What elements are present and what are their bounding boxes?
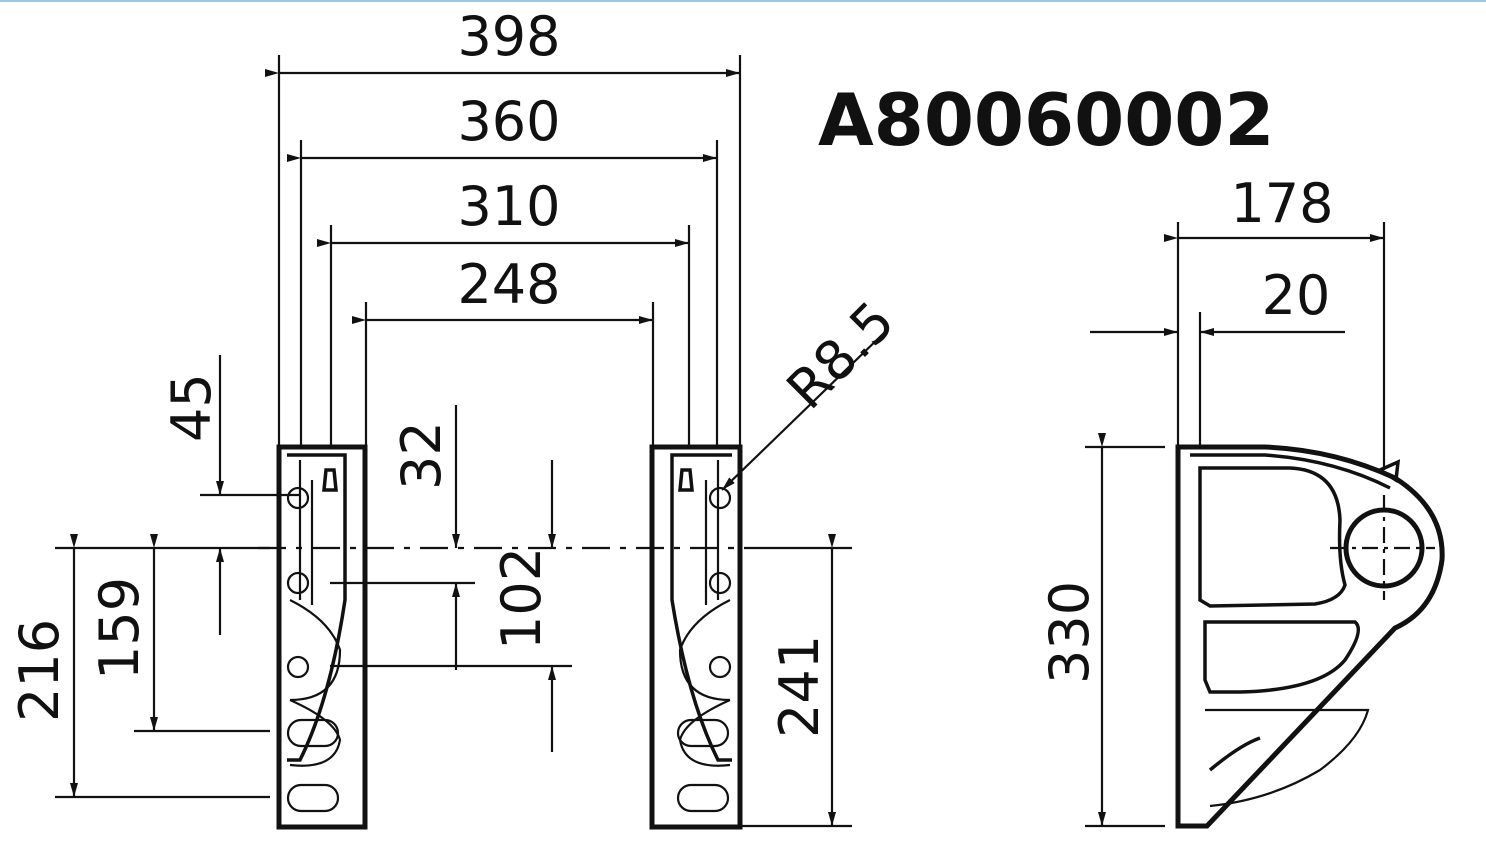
dim-178: 178: [1164, 172, 1386, 470]
dim-label: 360: [457, 90, 560, 153]
dim-label: 248: [457, 253, 560, 316]
dim-248: 248: [352, 253, 655, 447]
dim-label: R8.5: [775, 289, 907, 421]
dim-label: 398: [457, 5, 560, 68]
dim-32: 32: [330, 405, 475, 670]
dim-label: 102: [490, 547, 553, 650]
dim-label: 310: [457, 175, 560, 238]
dim-216: 216: [8, 534, 270, 799]
part-number: A80060002: [818, 78, 1275, 162]
dim-r85: R8.5: [721, 289, 907, 491]
dim-label: 216: [8, 619, 71, 722]
dim-label: 241: [768, 635, 831, 738]
dim-310: 310: [317, 175, 691, 447]
dim-159: 159: [88, 534, 270, 733]
side-view-bracket: [1175, 444, 1445, 829]
dim-label: 178: [1230, 172, 1333, 235]
dim-360: 360: [287, 90, 719, 447]
dim-398: 398: [265, 5, 742, 447]
dim-label: 32: [390, 421, 453, 490]
dim-label: 330: [1038, 581, 1101, 684]
dim-102: 102: [330, 460, 572, 752]
dim-330: 330: [1038, 433, 1165, 828]
dim-45: 45: [160, 355, 300, 635]
dim-label: 20: [1262, 264, 1331, 327]
dim-label: 159: [88, 577, 151, 680]
dim-20: 20: [1090, 264, 1345, 447]
dim-241: 241: [740, 534, 852, 828]
left-bracket: [276, 444, 368, 830]
right-bracket: [649, 444, 743, 830]
dim-label: 45: [160, 373, 223, 442]
